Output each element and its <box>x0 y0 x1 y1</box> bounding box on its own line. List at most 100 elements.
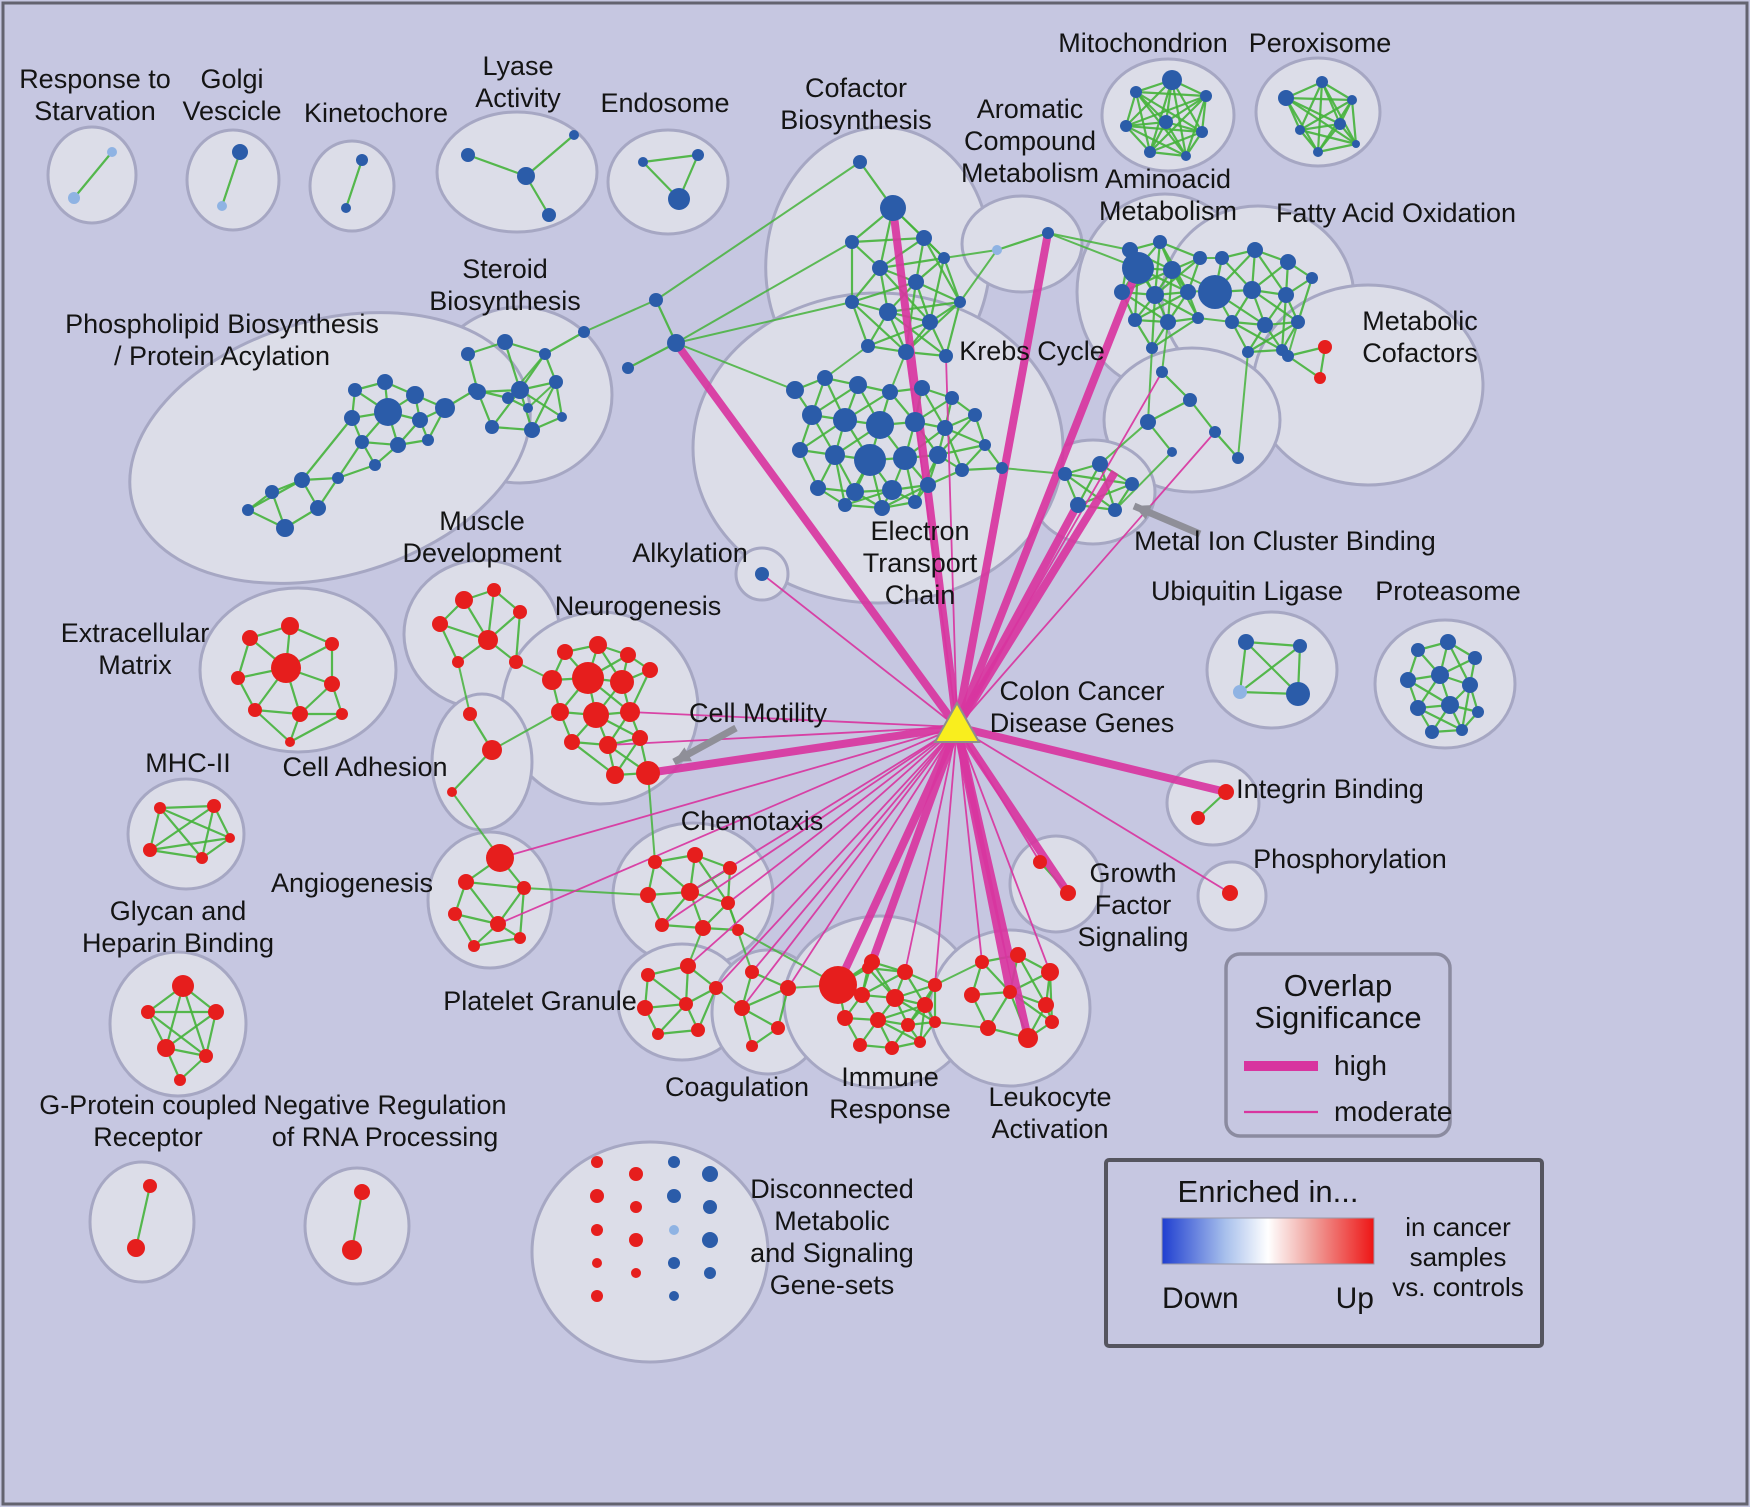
gene-node <box>979 439 991 451</box>
gene-node <box>1191 811 1205 825</box>
gene-node <box>1200 90 1212 102</box>
gene-edge <box>1149 130 1203 154</box>
gene-edge <box>1285 97 1341 125</box>
metal-ion-cluster-binding-label: Metal Ion Cluster Binding <box>1134 526 1436 556</box>
gene-node <box>355 435 369 449</box>
gene-node <box>917 997 933 1013</box>
gene-node <box>1146 286 1164 304</box>
gene-node <box>68 192 80 204</box>
gene-edge <box>148 807 162 851</box>
gene-node <box>853 155 867 169</box>
gene-node <box>551 703 569 721</box>
gene-edge <box>937 414 976 456</box>
gene-node <box>390 437 406 453</box>
gene-edge <box>627 342 677 369</box>
cell-adhesion-label: Cell Adhesion <box>282 752 447 782</box>
gene-node <box>837 1010 853 1026</box>
overlap-link-mod <box>661 726 958 926</box>
gene-node <box>668 1257 680 1269</box>
disconnected-gene-sets-label: Metabolic <box>774 1206 890 1236</box>
gene-node <box>908 274 924 290</box>
growth-factor-signaling-label: Factor <box>1095 890 1172 920</box>
gene-node <box>509 655 523 669</box>
ubiquitin-ligase-label: Ubiquitin Ligase <box>1151 576 1343 606</box>
gene-node <box>1295 125 1305 135</box>
gene-node <box>702 1232 718 1248</box>
gene-node <box>539 348 551 360</box>
electron-transport-chain-label: Electron <box>870 516 969 546</box>
gene-node <box>1225 315 1239 329</box>
gene-node <box>898 344 914 360</box>
extracellular-matrix-label: Extracellular <box>61 618 210 648</box>
inter-cluster-edge <box>675 241 853 344</box>
growth-factor-signaling-ellipse <box>1008 834 1104 934</box>
gene-node <box>905 412 925 432</box>
inter-cluster-edge <box>1237 351 1249 459</box>
metal-ion-pointer-arrow-head <box>1134 505 1152 520</box>
gene-node <box>1209 426 1221 438</box>
gene-node <box>217 201 227 211</box>
gene-edge <box>1125 124 1203 134</box>
gene-node <box>709 981 723 995</box>
ubiquitin-ligase-ellipse <box>1205 610 1339 730</box>
gene-node <box>242 504 254 516</box>
gene-node <box>455 591 473 609</box>
gene-node <box>916 230 932 246</box>
gene-node <box>610 670 634 694</box>
gene-node <box>1222 885 1238 901</box>
gene-node <box>143 843 157 857</box>
aromatic-compound-metabolism-ellipse <box>960 194 1084 294</box>
gene-node <box>564 734 580 750</box>
golgi-vescicle-label: Golgi <box>200 64 263 94</box>
gene-node <box>196 852 208 864</box>
gene-node <box>542 670 562 690</box>
overlap-link-high <box>672 340 961 730</box>
gene-node <box>447 787 457 797</box>
gene-node <box>497 334 513 350</box>
immune-response-label: Response <box>829 1094 951 1124</box>
gene-node <box>620 702 640 722</box>
disconnected-gene-sets-label: Gene-sets <box>770 1270 895 1300</box>
gene-node <box>336 708 348 720</box>
gene-node <box>1306 272 1318 284</box>
golgi-vescicle-ellipse <box>185 128 281 232</box>
gene-edge <box>344 159 364 209</box>
overlap-link-high <box>953 469 1119 730</box>
inter-cluster-edge <box>583 299 657 333</box>
gene-edge <box>1245 640 1301 648</box>
inter-cluster-edge <box>1047 232 1131 251</box>
gene-node <box>937 420 953 436</box>
gene-node <box>1318 340 1332 354</box>
aromatic-compound-metabolism-label: Compound <box>964 126 1096 156</box>
inter-cluster-edge <box>491 711 561 751</box>
gene-node <box>1108 503 1122 517</box>
gene-node <box>882 480 902 500</box>
gene-edge <box>525 134 575 177</box>
legend-up-label: Up <box>1336 1282 1374 1315</box>
colon-cancer-hub-triangle-icon <box>933 700 981 743</box>
gene-node <box>929 1016 941 1028</box>
gene-edge <box>642 153 699 164</box>
gene-node <box>1128 313 1142 327</box>
gene-node <box>780 980 796 996</box>
gene-node <box>248 703 262 717</box>
gene-node <box>879 303 897 321</box>
gene-edge <box>1321 81 1357 145</box>
gene-edge <box>867 320 931 348</box>
gene-edge <box>1316 81 1324 153</box>
colon-cancer-hub-label: Disease Genes <box>990 708 1175 738</box>
gene-node <box>599 736 617 754</box>
g-protein-coupled-receptor-label: Receptor <box>93 1122 203 1152</box>
gene-node <box>1242 346 1254 358</box>
gene-node <box>632 730 648 746</box>
gene-node <box>141 1005 155 1019</box>
gene-node <box>344 410 360 426</box>
gene-node <box>435 398 455 418</box>
inter-cluster-edge <box>675 342 796 391</box>
overlap-link-mod <box>751 726 958 973</box>
overlap-link-mod <box>956 726 1231 894</box>
gene-edge <box>1239 645 1301 693</box>
gene-node <box>866 411 894 439</box>
gene-node <box>704 1267 716 1279</box>
